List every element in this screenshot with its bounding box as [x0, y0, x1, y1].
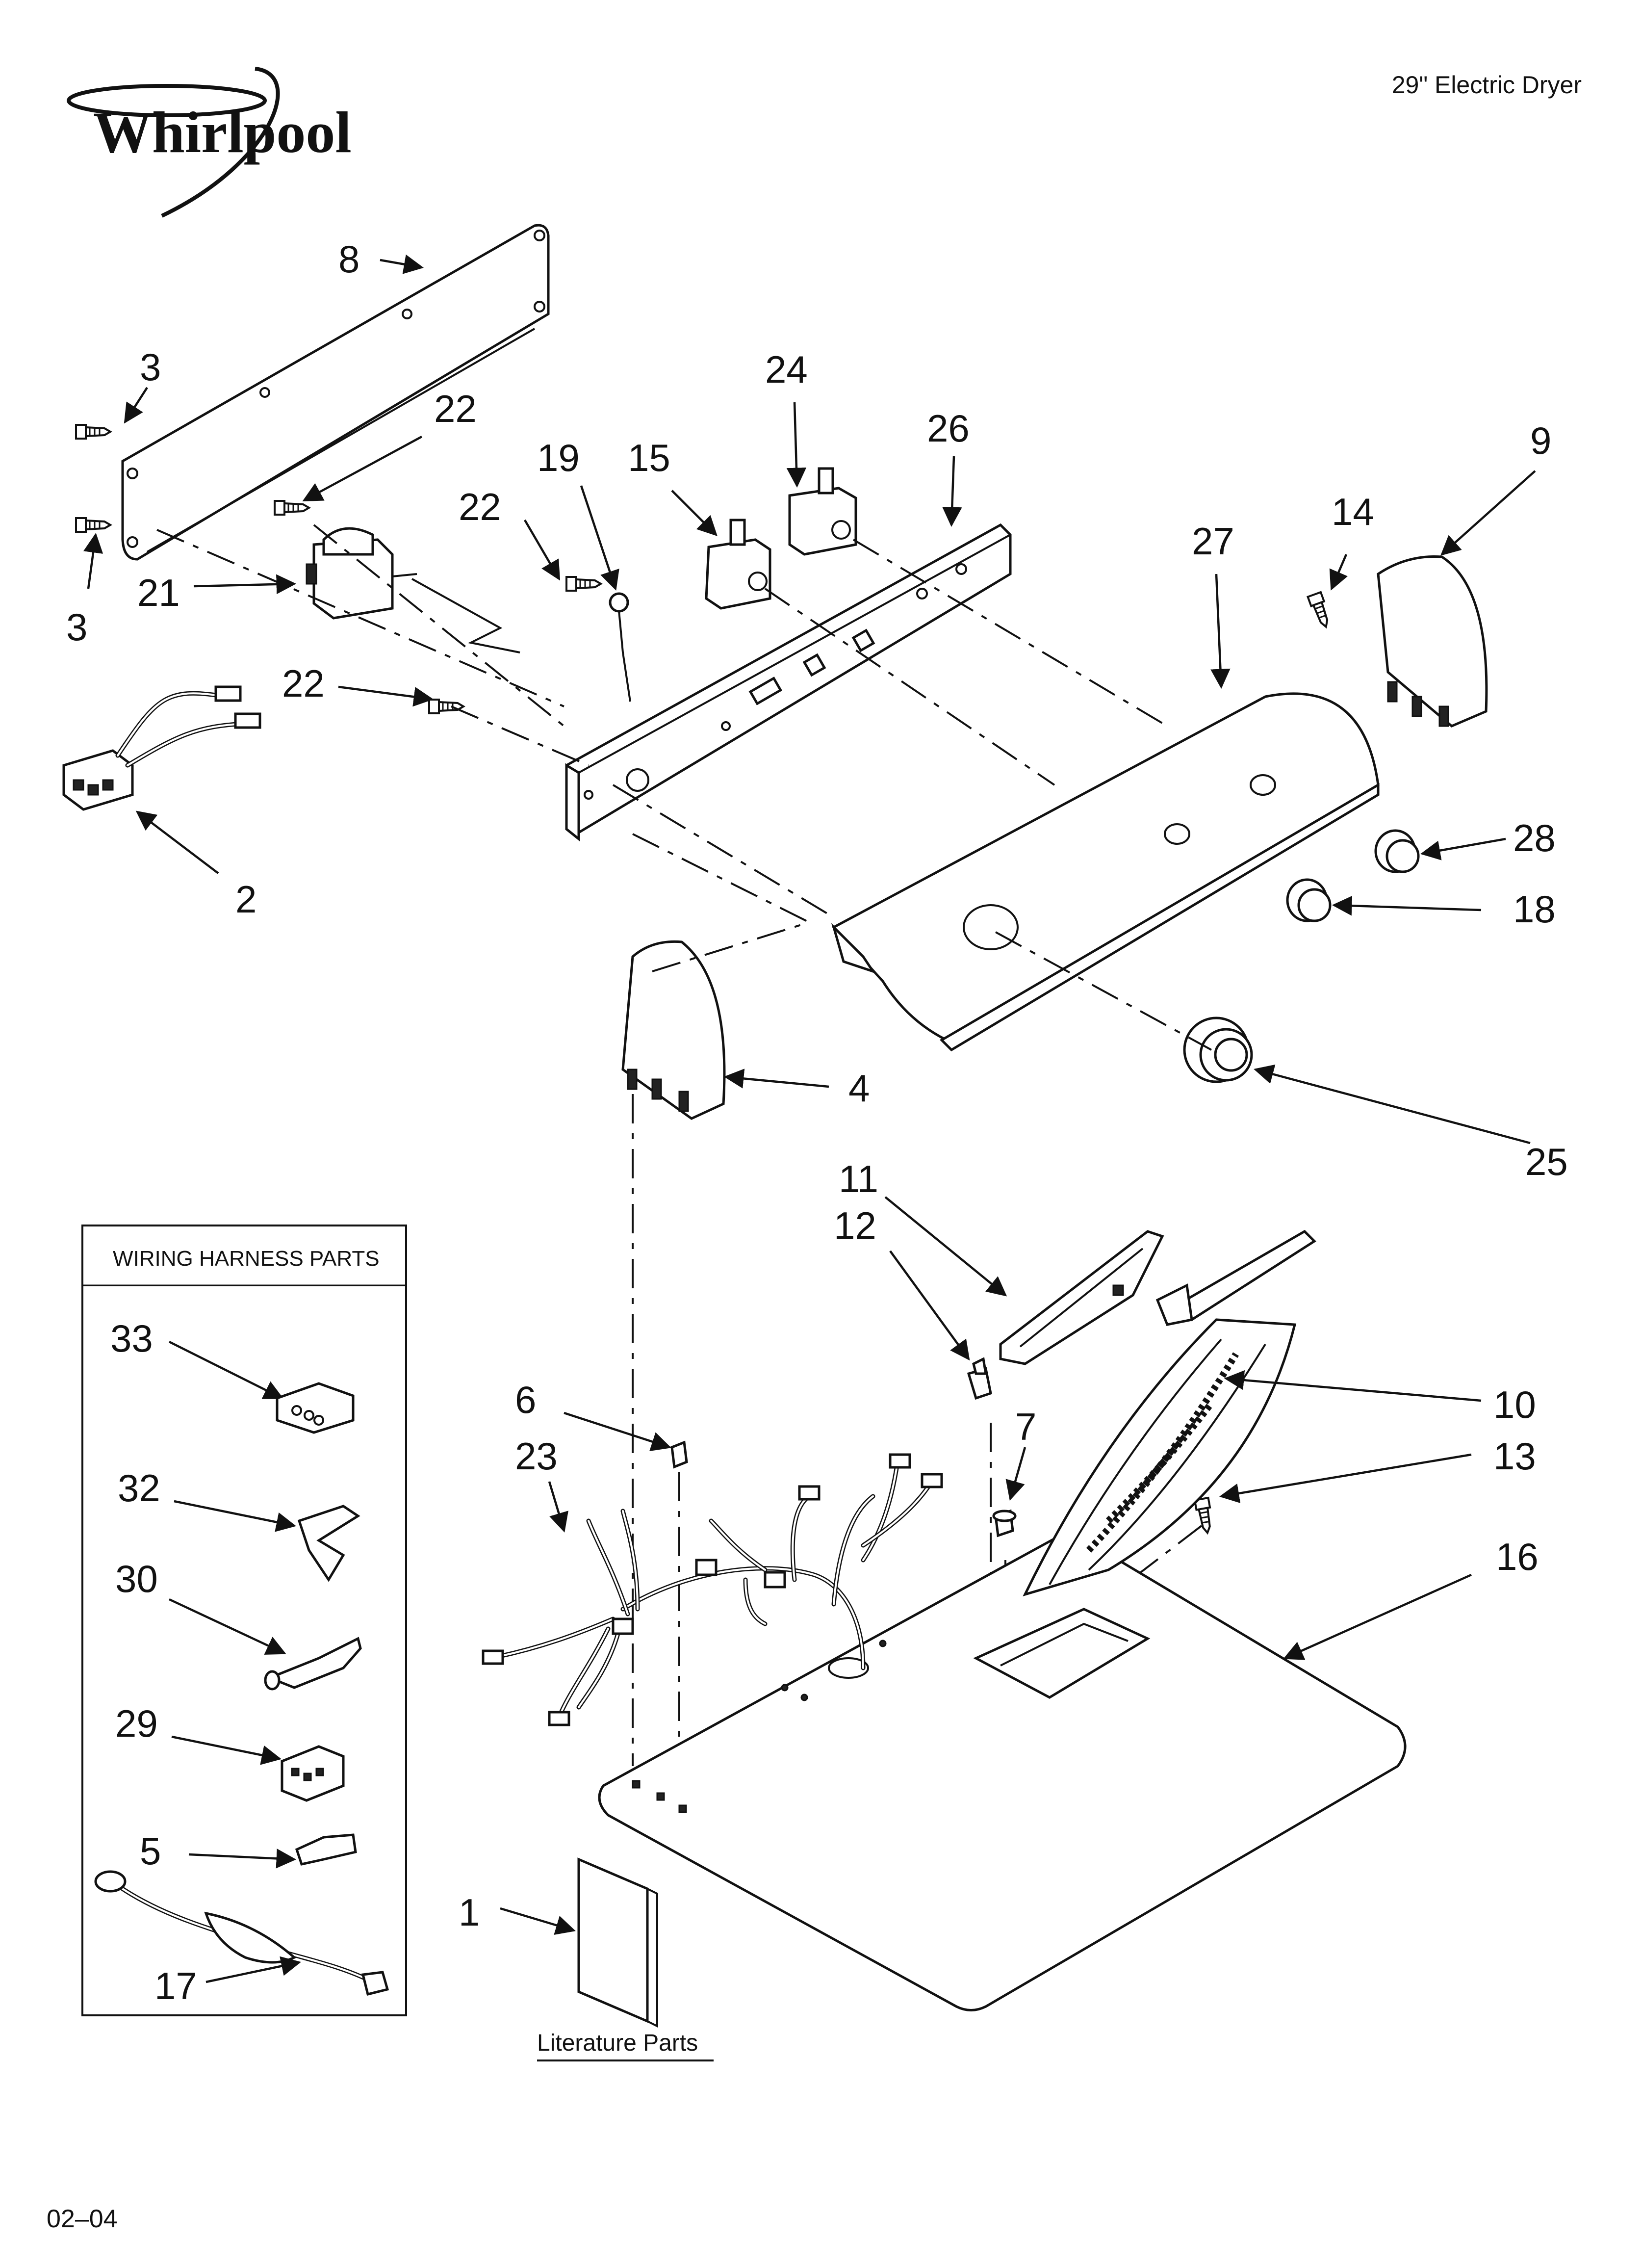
callout-28: 28: [1513, 816, 1556, 860]
callout-13: 13: [1493, 1434, 1536, 1478]
callout-arrows: [83, 254, 1536, 1935]
inset-title: WIRING HARNESS PARTS: [113, 1247, 380, 1271]
callout-3: 3: [140, 345, 161, 389]
callout-19: 19: [537, 436, 580, 479]
callout-7: 7: [1015, 1405, 1036, 1448]
connector-icon: [276, 1382, 355, 1434]
callout-11: 11: [839, 1157, 878, 1200]
brand-wordmark: Whirlpool: [93, 100, 352, 165]
callout-9: 9: [1530, 419, 1551, 462]
screw-icon: [565, 576, 602, 592]
callout-26: 26: [927, 407, 970, 450]
connector-housing-icon: [281, 1745, 345, 1802]
whirlpool-logo: Whirlpool: [67, 67, 352, 218]
switch-icon: [705, 519, 771, 610]
knob-icon: [1374, 829, 1420, 873]
end-cap-right: [1377, 555, 1488, 728]
inset-callout-32: 32: [118, 1466, 160, 1510]
literature-parts: 1 Literature Parts: [459, 1857, 714, 2061]
inset-callout-5: 5: [140, 1829, 161, 1873]
control-bracket: [565, 523, 1012, 842]
wire-assembly-icon: [94, 1870, 389, 1996]
wire-nut-icon: [295, 1833, 357, 1866]
screw-icon: [1307, 591, 1334, 630]
callout-22: 22: [434, 387, 477, 430]
inset-callout-33: 33: [110, 1317, 153, 1360]
model-title: 29" Electric Dryer: [1392, 71, 1582, 99]
callout-8: 8: [338, 237, 359, 281]
screw-icon: [75, 517, 111, 533]
console-panel: [831, 692, 1380, 1052]
callout-10: 10: [1493, 1383, 1536, 1426]
callout-4: 4: [848, 1067, 870, 1110]
plug-icon: [992, 1509, 1017, 1538]
switch-icon: [788, 467, 857, 556]
clip-icon: [297, 1505, 360, 1582]
wiring-harness-parts-box: WIRING HARNESS PARTS 33 32 30 29 5: [81, 1225, 407, 2016]
callout-24: 24: [765, 348, 808, 391]
manual-icon: [577, 1857, 658, 2028]
callout-22: 22: [282, 662, 325, 705]
end-cap-left: [621, 940, 726, 1120]
lint-screen-housing: [1023, 1229, 1316, 1596]
clip-icon: [670, 1440, 688, 1469]
callout-2: 2: [235, 878, 257, 921]
terminal-icon: [264, 1637, 362, 1691]
wiring-harness-icon: [482, 1453, 943, 1726]
screw-icon: [428, 699, 464, 714]
callout-21: 21: [137, 571, 180, 614]
callout-18: 18: [1513, 887, 1556, 931]
top-panel: [598, 1529, 1407, 2011]
screw-icon: [75, 424, 111, 440]
console-rear-panel: [121, 224, 550, 561]
terminal-block-icon: [62, 685, 261, 811]
timer-icon: [306, 527, 520, 653]
callout-12: 12: [834, 1204, 876, 1247]
date-code: 02–04: [47, 2205, 118, 2233]
inset-callout-17: 17: [154, 1964, 197, 2007]
callout-22: 22: [459, 485, 501, 528]
literature-label: Literature Parts: [537, 2030, 698, 2056]
inset-callout-30: 30: [115, 1557, 158, 1600]
callout-3: 3: [66, 605, 87, 649]
knob-icon: [1183, 1017, 1253, 1083]
clip-icon: [967, 1357, 992, 1400]
screw-icon: [274, 500, 310, 516]
callout-14: 14: [1332, 490, 1374, 533]
callout-16: 16: [1496, 1535, 1539, 1578]
lint-screen: [999, 1230, 1164, 1365]
knob-icon: [1286, 878, 1332, 922]
callout-27: 27: [1192, 520, 1234, 563]
ground-wire-icon: [609, 592, 631, 702]
callout-25: 25: [1525, 1140, 1568, 1183]
callout-6: 6: [515, 1378, 536, 1421]
callout-23: 23: [515, 1434, 558, 1478]
callout-labels: 8 3 3 22 22 22 21 19 15 24 26 27 14 9 28…: [66, 237, 1568, 1578]
inset-callout-29: 29: [115, 1702, 158, 1745]
callout-15: 15: [628, 436, 670, 479]
callout-1: 1: [459, 1891, 480, 1934]
